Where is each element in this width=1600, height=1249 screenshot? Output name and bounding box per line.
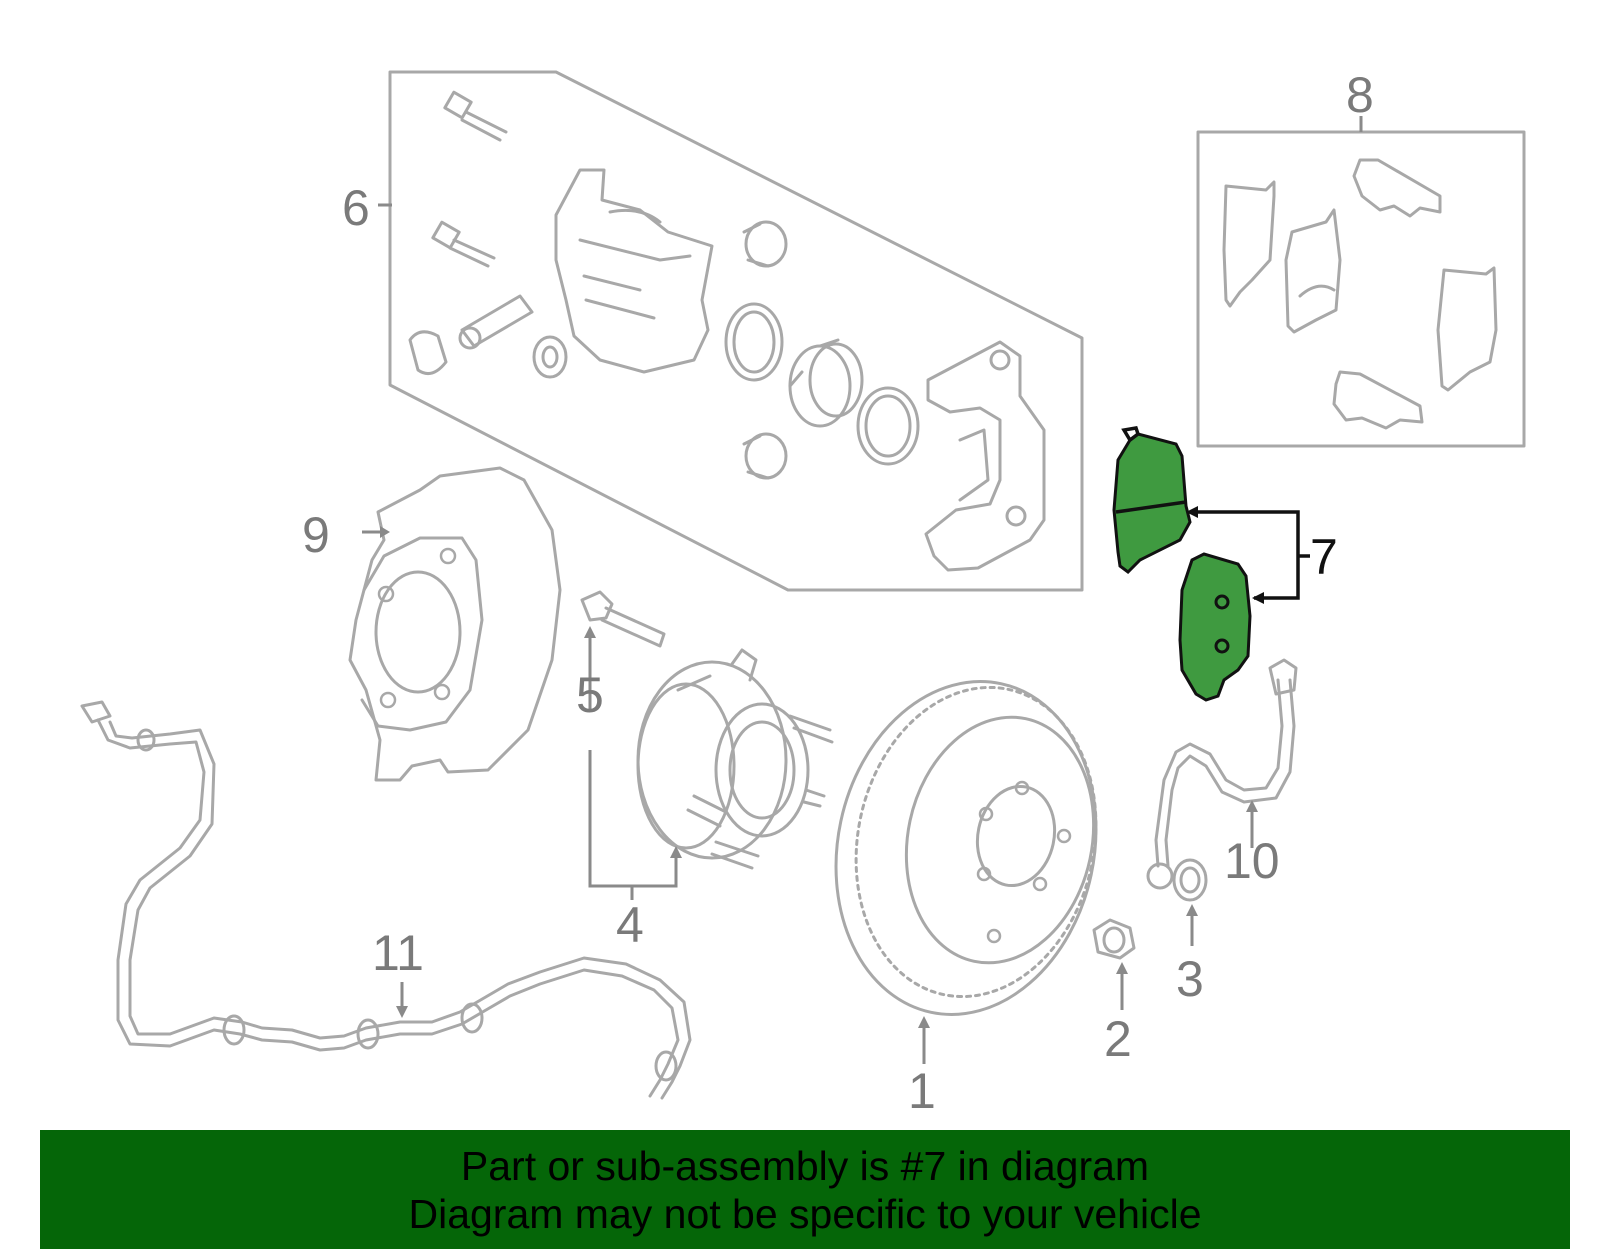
caliper-assembly-box [388, 70, 1084, 592]
callout-8: 8 [1346, 67, 1374, 123]
callout-4: 4 [616, 897, 644, 953]
washer-small [532, 335, 568, 379]
callout-7: 7 [1310, 529, 1338, 585]
callout-10: 10 [1224, 833, 1280, 889]
shim-inner [1284, 208, 1342, 334]
brake-pad-outer-tab [1121, 426, 1141, 443]
callout-2: 2 [1104, 1011, 1132, 1067]
caliper-body [554, 168, 714, 374]
anti-rattle-clip-right [1436, 266, 1498, 392]
guide-bolt-upper [443, 90, 508, 142]
pad-hole-lower [1214, 638, 1230, 654]
dust-boot [856, 386, 920, 466]
callout-1: 1 [908, 1063, 936, 1119]
guide-bolt-lower [431, 220, 496, 268]
caliper-bracket [924, 340, 1046, 572]
piston-guide-sleeve-lower [742, 432, 788, 480]
wheel-hub-bearing [588, 648, 834, 900]
piston [788, 338, 864, 428]
caliper-assembly-group [378, 70, 1084, 592]
hardware-kit-box [1196, 130, 1526, 448]
banner-line-2: Diagram may not be specific to your vehi… [408, 1190, 1202, 1237]
bleeder-cap [408, 330, 448, 376]
hub-bolt [580, 590, 666, 712]
hub-nut [1092, 918, 1136, 1010]
copper-washer [1172, 858, 1208, 946]
brake-rotor [834, 680, 1098, 1064]
brake-pad-inner [1178, 552, 1252, 702]
banner-line-1: Part or sub-assembly is #7 in diagram [460, 1142, 1150, 1189]
piston-guide-sleeve-upper [742, 220, 788, 268]
info-banner-text: Part or sub-assembly is #7 in diagram Di… [40, 1130, 1570, 1249]
pad-hole-upper [1214, 594, 1230, 610]
callout-4-bracket [588, 750, 678, 888]
callout-7-arrow-upper [1186, 506, 1198, 518]
info-banner: Part or sub-assembly is #7 in diagram Di… [40, 1130, 1570, 1249]
brake-pad-outer-groove [1115, 500, 1187, 514]
callout-5: 5 [576, 667, 604, 723]
brake-hose [1146, 658, 1298, 890]
brake-pad-outer [1112, 432, 1192, 574]
abs-wheel-speed-sensor [80, 700, 692, 1100]
dust-shield [348, 466, 562, 782]
callout-7-arrow-lower [1252, 592, 1264, 604]
callout-3: 3 [1176, 951, 1204, 1007]
piston-seal [724, 302, 784, 382]
pad-clip-lower [1332, 370, 1424, 430]
shim-inner-mark [1298, 284, 1336, 298]
callout-9: 9 [302, 507, 330, 563]
callout-6: 6 [342, 180, 370, 236]
bleeder-screw [458, 294, 534, 350]
hardware-kit-group [1196, 116, 1526, 448]
callout-11: 11 [372, 925, 424, 981]
brake-pads-group [1112, 426, 1310, 702]
pad-clip-upper [1352, 158, 1442, 218]
anti-rattle-clip-left [1222, 180, 1276, 308]
